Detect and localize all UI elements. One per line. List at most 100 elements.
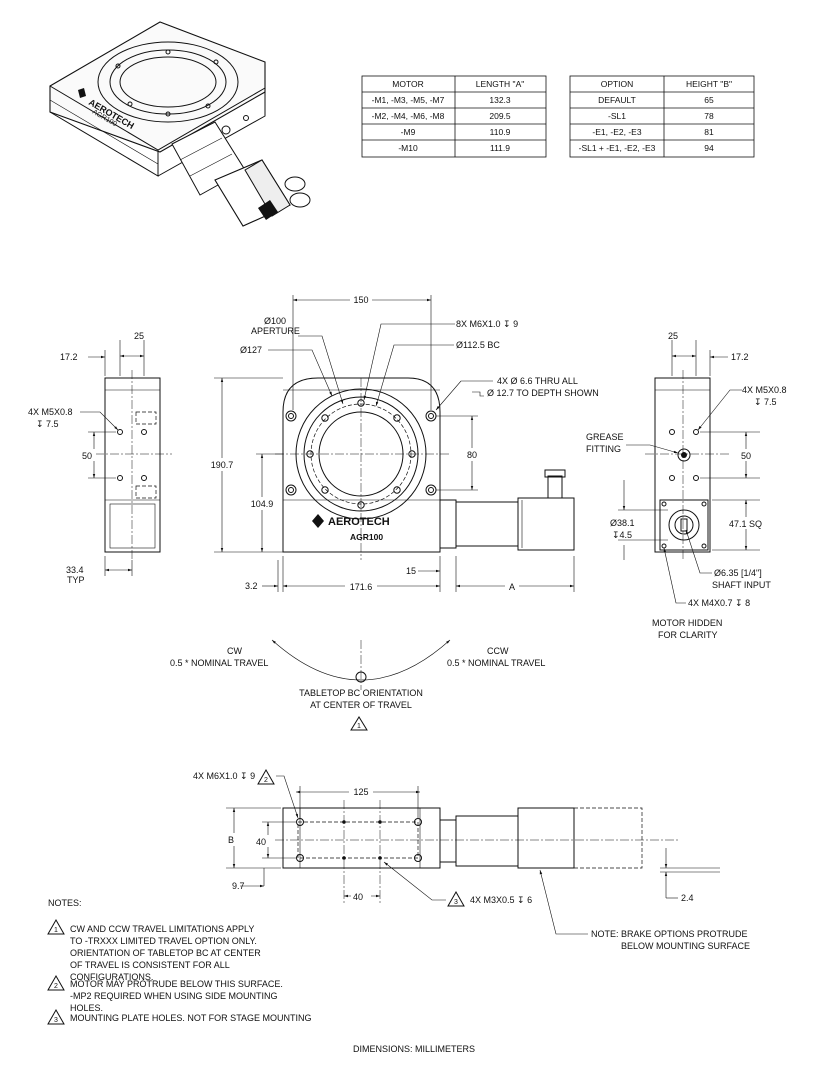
note-2-line: HOLES. xyxy=(70,1003,103,1013)
left-side-view: 25 17.2 4X M5X0.8 ↧ 7.5 50 33.4 TYP xyxy=(28,331,172,585)
option-table-cell: 94 xyxy=(704,143,714,153)
left-dim-33-4: 33.4 xyxy=(66,565,84,575)
dim-104-9: 104.9 xyxy=(251,499,274,509)
shaft-dia-label: Ø6.35 [1/4"] xyxy=(714,568,762,578)
notes-block: NOTES: 1 CW AND CCW TRAVEL LIMITATIONS A… xyxy=(47,898,312,1025)
option-table-header-option: OPTION xyxy=(601,79,634,89)
option-table-cell: 78 xyxy=(704,111,714,121)
motor-length-table: MOTOR LENGTH "A" -M1, -M3, -M5, -M7 132.… xyxy=(361,75,547,158)
note-3-line: MOUNTING PLATE HOLES. NOT FOR STAGE MOUN… xyxy=(70,1013,312,1023)
notes-title: NOTES: xyxy=(48,898,82,908)
note-2-line: MOTOR MAY PROTRUDE BELOW THIS SURFACE. xyxy=(70,979,283,989)
left-dim-25: 25 xyxy=(134,331,144,341)
right-dim-17-2: 17.2 xyxy=(731,352,749,362)
option-table-cell: -SL1 + -E1, -E2, -E3 xyxy=(579,143,656,153)
motor-table-header-motor: MOTOR xyxy=(392,79,423,89)
dim-15: 15 xyxy=(406,566,416,576)
note-1-line: CW AND CCW TRAVEL LIMITATIONS APPLY xyxy=(70,924,254,934)
dia-127-label: Ø127 xyxy=(240,345,262,355)
right-m5-depth: ↧ 7.5 xyxy=(754,397,777,407)
dim-40-vertical: 40 xyxy=(256,837,266,847)
dim-125: 125 xyxy=(353,787,368,797)
dim-190-7: 190.7 xyxy=(211,460,234,470)
motor-table-header-length: LENGTH "A" xyxy=(476,79,525,89)
m4-holes-label: 4X M4X0.7 ↧ 8 xyxy=(688,598,750,608)
option-table-cell: -SL1 xyxy=(608,111,626,121)
option-table-cell: 81 xyxy=(704,127,714,137)
aperture-dia-label: Ø100 xyxy=(264,316,286,326)
note-flag-3: 3 xyxy=(454,899,458,906)
shaft-input-label: SHAFT INPUT xyxy=(712,580,771,590)
left-dim-17-2: 17.2 xyxy=(60,352,78,362)
dim-80: 80 xyxy=(467,450,477,460)
note-1-line: OF TRAVEL IS CONSISTENT FOR ALL xyxy=(70,960,230,970)
isometric-view: AEROTECH AGR100 xyxy=(49,21,311,227)
cw-label: CW xyxy=(227,646,242,656)
left-dim-50: 50 xyxy=(82,451,92,461)
ccw-label: CCW xyxy=(487,646,509,656)
travel-diagram: CW 0.5 * NOMINAL TRAVEL CCW 0.5 * NOMINA… xyxy=(170,639,545,731)
dia-38-1-label: Ø38.1 xyxy=(610,518,635,528)
motor-table-cell: 111.9 xyxy=(490,143,510,153)
option-table-cell: 65 xyxy=(704,95,714,105)
right-m5-label: 4X M5X0.8 xyxy=(742,385,787,395)
dim-9-7: 9.7 xyxy=(232,881,245,891)
grease-label: GREASE xyxy=(586,432,624,442)
dim-171-6: 171.6 xyxy=(350,582,373,592)
motor-hidden-label: MOTOR HIDDEN xyxy=(652,618,722,628)
option-table-header-height: HEIGHT "B" xyxy=(686,79,732,89)
left-m5-depth: ↧ 7.5 xyxy=(36,419,59,429)
dim-40-horizontal: 40 xyxy=(353,892,363,902)
motor-table-cell: 132.3 xyxy=(489,95,511,105)
right-dim-50: 50 xyxy=(741,451,751,461)
option-height-table: OPTION HEIGHT "B" DEFAULT 65 -SL1 78 -E1… xyxy=(569,75,755,158)
counterbore-label: Ø 12.7 TO DEPTH SHOWN xyxy=(487,388,599,398)
ccw-travel-label: 0.5 * NOMINAL TRAVEL xyxy=(447,658,545,668)
aperture-label: APERTURE xyxy=(251,326,300,336)
dim-a: A xyxy=(509,582,515,592)
front-model-label: AGR100 xyxy=(350,532,383,542)
note-2-line: -MP2 REQUIRED WHEN USING SIDE MOUNTING xyxy=(70,991,278,1001)
for-clarity-label: FOR CLARITY xyxy=(658,630,718,640)
motor-table-cell: -M1, -M3, -M5, -M7 xyxy=(372,95,445,105)
orientation-label: TABLETOP BC ORIENTATION xyxy=(299,688,423,698)
bottom-holes-label: 4X M6X1.0 ↧ 9 xyxy=(193,771,255,781)
motor-table-cell: -M9 xyxy=(401,127,416,137)
cw-travel-label: 0.5 * NOMINAL TRAVEL xyxy=(170,658,268,668)
left-typ: TYP xyxy=(67,575,85,585)
notes-flag-2: 2 xyxy=(54,983,58,990)
dimensions-footer: DIMENSIONS: MILLIMETERS xyxy=(353,1044,475,1054)
motor-table-cell: -M10 xyxy=(398,143,418,153)
fitting-label: FITTING xyxy=(586,444,621,454)
note-flag-1: 1 xyxy=(357,723,361,730)
m3-holes-label: 4X M3X0.5 ↧ 6 xyxy=(470,895,532,905)
note-1-line: ORIENTATION OF TABLETOP BC AT CENTER xyxy=(70,948,261,958)
brake-note-label: NOTE: BRAKE OPTIONS PROTRUDE xyxy=(591,929,748,939)
motor-square-dim: 47.1 SQ xyxy=(729,519,762,529)
notes-flag-1: 1 xyxy=(54,927,58,934)
thru-hole-label: 4X Ø 6.6 THRU ALL xyxy=(497,376,578,386)
motor-table-cell: 209.5 xyxy=(489,111,511,121)
motor-table-cell: 110.9 xyxy=(490,127,511,137)
note-1-line: TO -TRXXX LIMITED TRAVEL OPTION ONLY. xyxy=(70,936,257,946)
right-dim-25: 25 xyxy=(668,331,678,341)
right-side-view: 25 17.2 4X M5X0.8 ↧ 7.5 GREASE FITTING 5… xyxy=(586,331,787,640)
dim-b: B xyxy=(228,835,234,845)
brake-note-label-2: BELOW MOUNTING SURFACE xyxy=(621,941,750,951)
left-m5-label: 4X M5X0.8 xyxy=(28,407,73,417)
bolt-circle-label: Ø112.5 BC xyxy=(456,340,500,350)
notes-flag-3: 3 xyxy=(54,1017,58,1024)
front-brand-label: AEROTECH xyxy=(328,516,390,528)
tapped-holes-label: 8X M6X1.0 ↧ 9 xyxy=(456,319,518,329)
motor-table-cell: -M2, -M4, -M6, -M8 xyxy=(372,111,445,121)
front-view: AEROTECH AGR100 150 150 Ø100 APERTURE Ø1… xyxy=(206,293,599,593)
dim-3-2: 3.2 xyxy=(245,581,258,591)
option-table-cell: -E1, -E2, -E3 xyxy=(592,127,641,137)
note-1-line: CONFIGURATIONS. xyxy=(70,972,153,982)
orientation-label-2: AT CENTER OF TRAVEL xyxy=(310,700,412,710)
note-flag-2: 2 xyxy=(264,777,268,784)
dim-2-4: 2.4 xyxy=(681,893,694,903)
option-table-cell: DEFAULT xyxy=(598,95,636,105)
dim-150-label: 150 xyxy=(353,295,368,305)
